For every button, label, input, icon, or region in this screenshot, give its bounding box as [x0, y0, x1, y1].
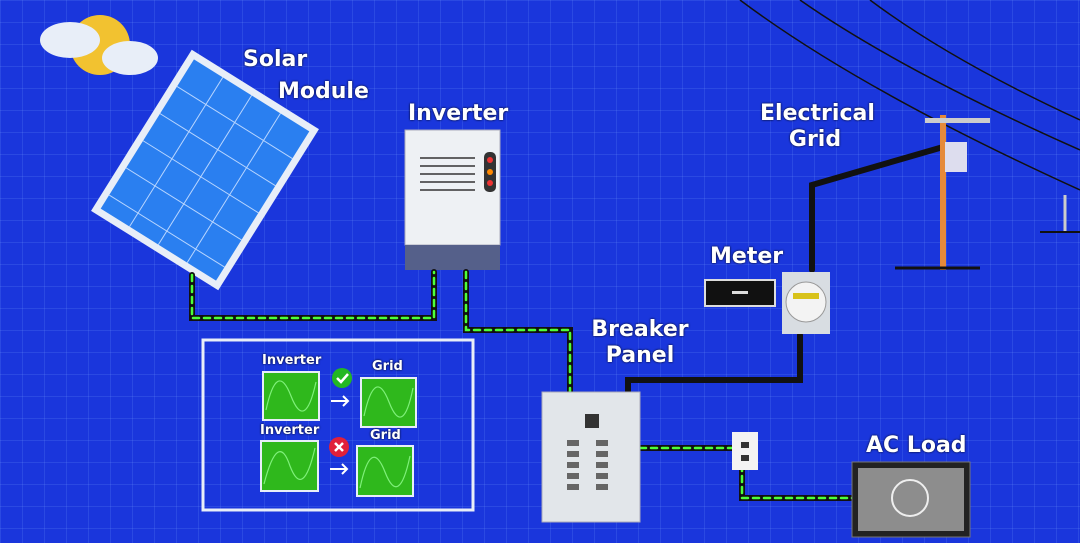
sun-icon — [40, 15, 158, 75]
utility-pole — [895, 115, 1080, 270]
ac-load-monitor — [851, 461, 971, 538]
wire-outlet-load — [739, 462, 858, 501]
sync-row2-left-label: Inverter — [260, 423, 320, 438]
meter-label: Meter — [710, 244, 784, 269]
outlet-icon — [732, 432, 758, 470]
solar-module — [91, 49, 319, 291]
x-icon — [329, 437, 349, 457]
check-icon — [332, 368, 352, 388]
sync-row2-right-label: Grid — [370, 428, 401, 443]
ac-load-label: AC Load — [866, 433, 967, 458]
sync-panel-frame — [201, 338, 475, 512]
wire-meter-grid — [809, 142, 953, 273]
wire-breaker-meter — [625, 332, 803, 396]
solar-label-line2: Module — [278, 79, 369, 104]
breaker-panel — [541, 391, 641, 523]
sync-row1-left-label: Inverter — [262, 353, 322, 368]
power-lines — [739, 0, 1080, 191]
inverter-device — [404, 129, 501, 270]
solar-label-line1: Solar — [243, 47, 308, 72]
meter-device — [704, 272, 830, 334]
wire-solar-inverter — [189, 269, 437, 321]
inverter-label: Inverter — [408, 101, 509, 126]
breaker-label-line1: Breaker — [591, 317, 689, 342]
wire-inverter-breaker — [463, 269, 573, 398]
grid-label-line1: Electrical — [760, 101, 875, 126]
sync-row1-right-label: Grid — [372, 359, 403, 374]
arrow-icon — [330, 395, 350, 475]
breaker-label-line2: Panel — [605, 343, 675, 368]
sync-waveforms — [260, 371, 417, 497]
grid-label-line2: Grid — [788, 127, 842, 152]
